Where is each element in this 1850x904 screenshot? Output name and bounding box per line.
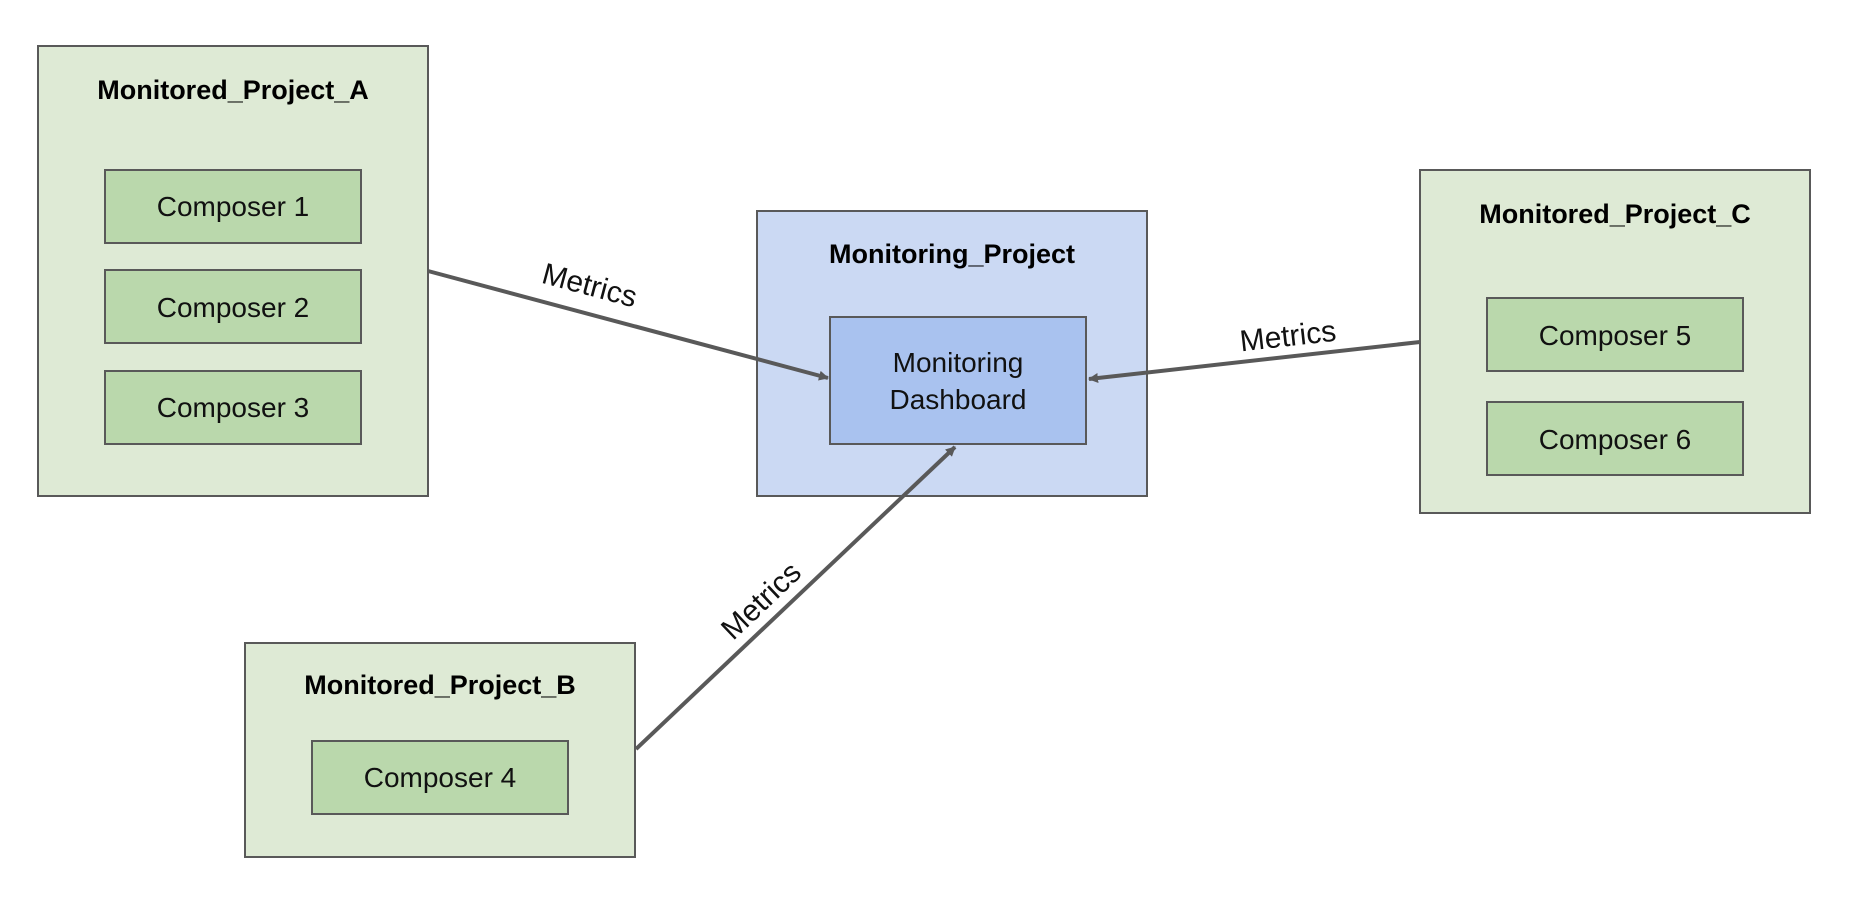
edge-b-arrow	[634, 445, 957, 751]
composer-2-box	[104, 269, 362, 344]
monitoring-project: Monitoring_Project Monitoring Dashboard	[756, 210, 1148, 497]
composer-3: Composer 3	[104, 370, 362, 445]
composer-1-label: Composer 1	[157, 191, 310, 222]
composer-6-label: Composer 6	[1539, 424, 1692, 455]
composer-6-box	[1486, 401, 1744, 476]
monitoring-dashboard-label-line1: Monitoring	[893, 347, 1024, 378]
composer-3-box	[104, 370, 362, 445]
monitored-project-c: Monitored_Project_C Composer 5 Composer …	[1419, 169, 1811, 514]
monitored-project-b: Monitored_Project_B Composer 4	[244, 642, 636, 858]
monitoring-dashboard-box	[829, 316, 1087, 445]
composer-1-box	[104, 169, 362, 244]
edge-a-arrow	[427, 269, 829, 381]
monitored-project-c-title: Monitored_Project_C	[1479, 199, 1751, 229]
composer-6: Composer 6	[1486, 401, 1744, 476]
monitored-project-b-title: Monitored_Project_B	[304, 670, 576, 700]
composer-5-box	[1486, 297, 1744, 372]
composer-5: Composer 5	[1486, 297, 1744, 372]
monitored-project-a: Monitored_Project_A Composer 1 Composer …	[37, 45, 429, 497]
monitored-project-a-title: Monitored_Project_A	[97, 75, 369, 105]
monitoring-project-title: Monitoring_Project	[829, 239, 1075, 269]
composer-4: Composer 4	[311, 740, 569, 815]
composer-4-label: Composer 4	[364, 762, 517, 793]
monitoring-dashboard-label-line2: Dashboard	[890, 384, 1027, 415]
composer-1: Composer 1	[104, 169, 362, 244]
composer-4-box	[311, 740, 569, 815]
edge-c-arrow	[1088, 340, 1421, 383]
composer-5-label: Composer 5	[1539, 320, 1692, 351]
composer-3-label: Composer 3	[157, 392, 310, 423]
composer-2-label: Composer 2	[157, 292, 310, 323]
composer-2: Composer 2	[104, 269, 362, 344]
monitoring-dashboard: Monitoring Dashboard	[829, 316, 1087, 445]
